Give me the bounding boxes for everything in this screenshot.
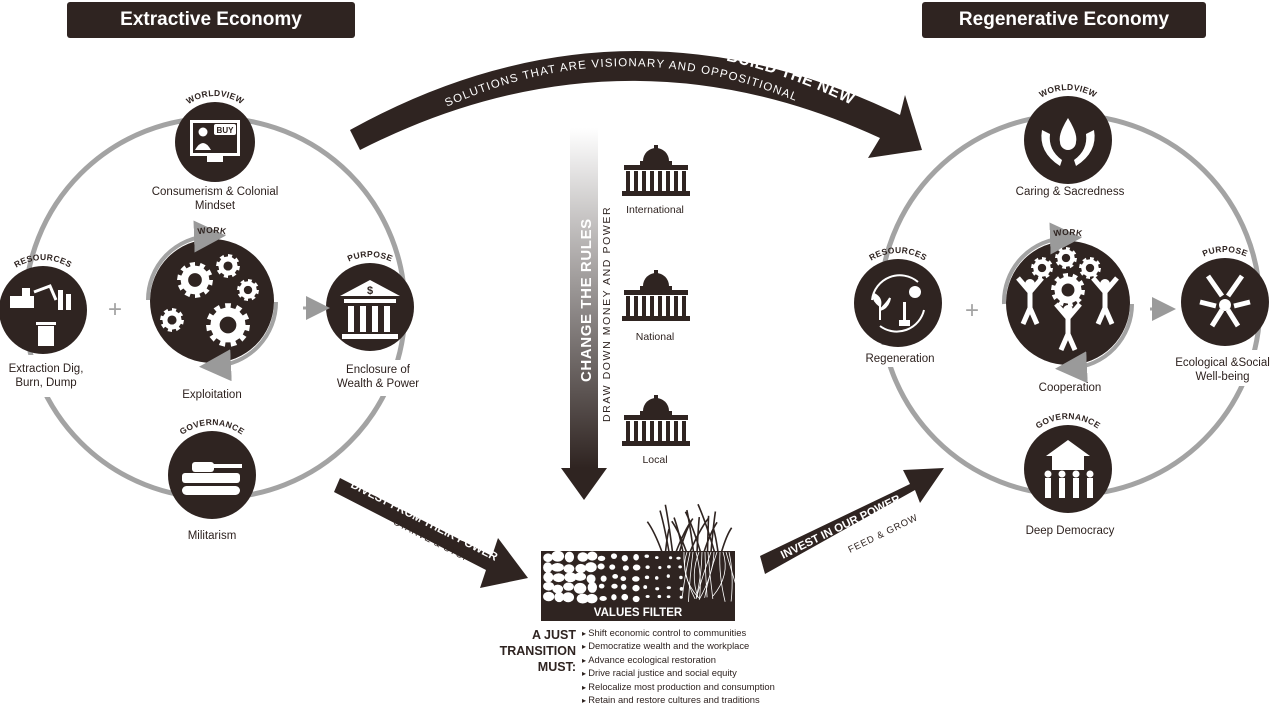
regenerative-resources-node: RESOURCES <box>854 245 942 347</box>
divest-arrow: DIVEST FROM THEIR POWER STARVE & STOP <box>334 478 528 588</box>
capitol-icon <box>622 270 690 321</box>
level-national: National <box>635 331 675 343</box>
values-filter: VALUES FILTER <box>541 503 742 621</box>
level-local: Local <box>642 454 668 466</box>
invest-arrow: INVEST IN OUR POWER FEED & GROW <box>760 468 944 574</box>
right-plus-sign: + <box>965 297 979 324</box>
extractive-purpose-node: PURPOSE $ <box>326 249 414 351</box>
regenerative-purpose-node: PURPOSE <box>1181 244 1269 346</box>
extraction-label: Extraction Dig, Burn, Dump <box>8 363 84 389</box>
government-buildings <box>622 145 690 446</box>
change-the-rules-arrow <box>570 128 598 468</box>
level-international: International <box>626 204 684 216</box>
draw-down-text: DRAW DOWN MONEY AND POWER <box>601 206 613 422</box>
regenerative-purpose-heading: PURPOSE <box>1201 244 1249 259</box>
values-filter-label: VALUES FILTER <box>594 607 683 619</box>
divest-text: DIVEST FROM THEIR POWER <box>349 479 500 564</box>
change-the-rules-text: CHANGE THE RULES <box>578 218 595 382</box>
caring-label: Caring & Sacredness <box>1015 186 1125 198</box>
regenerative-work-heading: WORK <box>1053 227 1084 239</box>
wellbeing-label: Ecological &Social Well-being <box>1175 357 1270 383</box>
exploitation-label: Exploitation <box>182 389 242 401</box>
militarism-label: Militarism <box>187 530 237 542</box>
regenerative-worldview-node: WORLDVIEW <box>1024 82 1112 184</box>
capitol-icon <box>622 395 690 446</box>
list-item: Relocalize most production and consumpti… <box>582 681 775 694</box>
cooperation-label: Cooperation <box>1038 382 1102 394</box>
list-item: Advance ecological restoration <box>582 654 775 667</box>
list-item: Democratize wealth and the workplace <box>582 640 775 653</box>
just-transition-heading: A JUST TRANSITION MUST: <box>499 628 576 674</box>
regeneration-label: Regeneration <box>865 353 935 365</box>
regenerative-governance-node: GOVERNANCE <box>1024 411 1112 513</box>
extractive-purpose-heading: PURPOSE <box>346 249 394 264</box>
list-item: Retain and restore cultures and traditio… <box>582 694 775 707</box>
consumerism-label: Consumerism & Colonial Mindset <box>151 186 279 212</box>
list-item: Shift economic control to communities <box>582 627 775 640</box>
regenerative-title: Regenerative Economy <box>922 2 1206 38</box>
deep-democracy-label: Deep Democracy <box>1025 525 1115 537</box>
list-item: Drive racial justice and social equity <box>582 667 775 680</box>
extractive-title: Extractive Economy <box>67 2 355 38</box>
enclosure-label: Enclosure of Wealth & Power <box>336 364 420 390</box>
extractive-work-heading: WORK <box>197 225 228 237</box>
extractive-work-node: WORK <box>146 220 279 382</box>
capitol-icon <box>622 145 690 196</box>
top-arc-arrow <box>350 51 922 158</box>
just-transition-list: Shift economic control to communities De… <box>582 627 775 707</box>
extractive-governance-node: GOVERNANCE <box>168 417 256 519</box>
dollar-symbol: $ <box>367 285 373 297</box>
extractive-worldview-node: WORLDVIEW BUY <box>175 88 255 182</box>
regenerative-work-node: WORK <box>1001 222 1135 384</box>
extractive-resources-node: RESOURCES <box>0 252 87 354</box>
left-plus-sign: + <box>108 296 122 323</box>
buy-badge: BUY <box>217 126 235 135</box>
